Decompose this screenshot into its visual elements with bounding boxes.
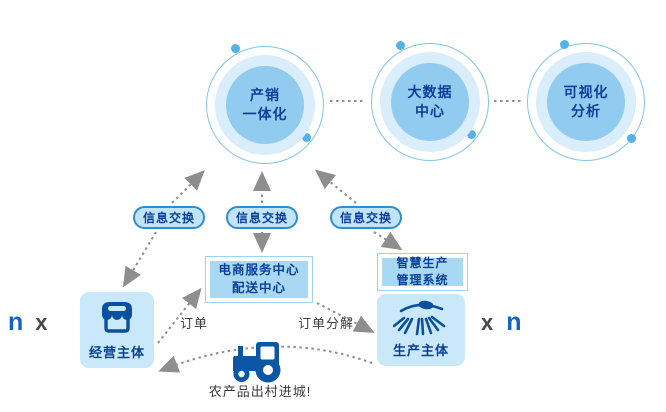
entity-label: 生产主体 — [392, 343, 449, 358]
circle-label: 大数据中心 — [391, 63, 469, 141]
box-label: 电商服务中心 — [218, 263, 300, 277]
entity-label: 经营主体 — [88, 345, 145, 360]
circle-big-data-center: 大数据中心 — [371, 41, 489, 161]
box-label: 管理系统 — [396, 273, 449, 287]
label-order-split: 订单分解 — [298, 316, 355, 331]
box-label: 智慧生产 — [396, 256, 449, 271]
ring-dot-icon — [302, 133, 311, 142]
ring-dot-icon — [560, 40, 569, 49]
box-smart-production: 智慧生产 管理系统 — [377, 253, 468, 291]
label-order: 订单 — [180, 316, 209, 331]
multiplier-x: x — [35, 310, 48, 335]
ring-dot-icon — [467, 130, 476, 139]
tractor-icon — [231, 341, 285, 388]
circle-label: 可视化分析 — [547, 63, 625, 141]
field-irrigation-icon — [377, 294, 465, 340]
multiplier-n: n — [506, 308, 522, 336]
pill-info-exchange-1: 信息交换 — [133, 206, 205, 229]
storefront-icon — [80, 292, 154, 342]
multiplier-right: x n — [481, 308, 522, 337]
circle-production-sales: 产销一体化 — [206, 44, 324, 164]
caption-text: 农产品出村进城! — [208, 384, 312, 399]
box-production-entity: 生产主体 — [377, 294, 465, 366]
circle-label: 产销一体化 — [226, 66, 304, 144]
edge-order — [157, 287, 202, 344]
box-ecommerce-center: 电商服务中心 配送中心 — [205, 256, 313, 303]
edge-pill3-up — [314, 169, 357, 204]
box-label: 配送中心 — [231, 280, 286, 295]
edge-pill1-up — [171, 170, 205, 204]
box-business-entity: 经营主体 — [80, 292, 154, 368]
multiplier-x: x — [481, 310, 494, 335]
circle-visual-analysis: 可视化分析 — [527, 40, 645, 161]
pill-info-exchange-3: 信息交换 — [330, 206, 402, 229]
ring-dot-icon — [396, 41, 405, 50]
edge-pill1-down — [122, 231, 157, 288]
edge-pill3-down — [373, 231, 403, 251]
ring-dot-icon — [627, 134, 636, 143]
multiplier-n: n — [8, 308, 24, 336]
edge-order-split — [316, 302, 375, 333]
pill-info-exchange-2: 信息交换 — [226, 206, 298, 229]
multiplier-left: n x — [8, 308, 48, 337]
ring-dot-icon — [231, 44, 240, 53]
